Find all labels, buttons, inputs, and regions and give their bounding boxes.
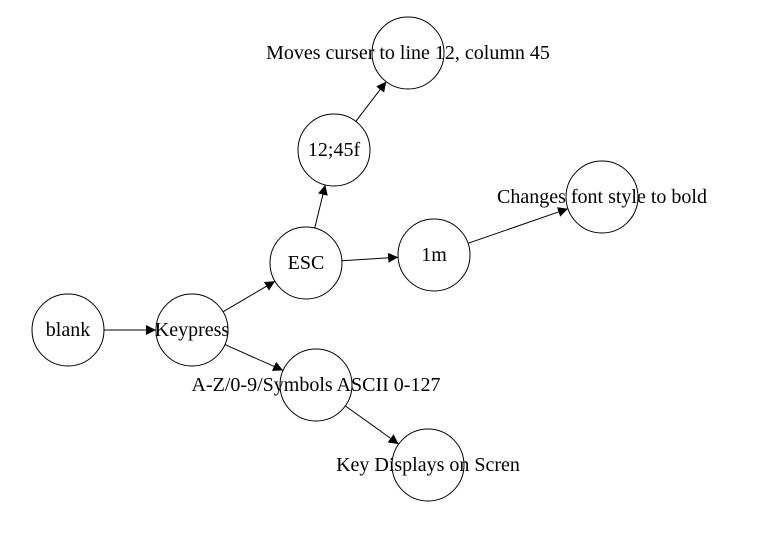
node-label-keypress: Keypress bbox=[155, 319, 230, 341]
node-pos: 12;45f bbox=[297, 113, 371, 187]
node-circle-display bbox=[391, 428, 465, 502]
node-circle-blank bbox=[31, 293, 105, 367]
node-label-esc: ESC bbox=[288, 252, 325, 274]
edge-onem-to-bold bbox=[467, 207, 569, 244]
edge-esc-to-pos bbox=[314, 184, 328, 229]
node-label-ascii: A-Z/0-9/Symbols ASCII 0-127 bbox=[192, 374, 441, 396]
edge-esc-to-onem bbox=[341, 252, 399, 263]
node-circle-keypress bbox=[155, 293, 229, 367]
node-circle-onem bbox=[397, 218, 471, 292]
node-moves: Moves curser to line 12, column 45 bbox=[266, 16, 550, 90]
edge-keypress-to-ascii bbox=[224, 344, 284, 371]
node-esc: ESC bbox=[269, 226, 343, 300]
node-keypress: Keypress bbox=[155, 293, 230, 367]
node-display: Key Displays on Scren bbox=[336, 428, 520, 502]
node-ascii: A-Z/0-9/Symbols ASCII 0-127 bbox=[192, 348, 441, 422]
node-circle-esc bbox=[269, 226, 343, 300]
edge-ascii-to-display bbox=[345, 405, 399, 445]
node-circle-ascii bbox=[279, 348, 353, 422]
edge-pos-to-moves bbox=[355, 81, 387, 122]
node-label-moves: Moves curser to line 12, column 45 bbox=[266, 42, 550, 64]
node-label-pos: 12;45f bbox=[308, 139, 361, 161]
edge-keypress-to-esc bbox=[222, 280, 276, 313]
node-label-blank: blank bbox=[46, 319, 90, 341]
node-label-display: Key Displays on Scren bbox=[336, 454, 520, 476]
node-bold: Changes font style to bold bbox=[497, 160, 707, 234]
nodes-layer: blank Keypress ESC 12;45f Moves curser to li… bbox=[31, 16, 707, 502]
node-circle-bold bbox=[565, 160, 639, 234]
node-label-bold: Changes font style to bold bbox=[497, 186, 707, 208]
edges-layer bbox=[104, 81, 569, 445]
node-onem: 1m bbox=[397, 218, 471, 292]
node-circle-moves bbox=[371, 16, 445, 90]
node-blank: blank bbox=[31, 293, 105, 367]
node-label-onem: 1m bbox=[421, 244, 447, 266]
node-circle-pos bbox=[297, 113, 371, 187]
